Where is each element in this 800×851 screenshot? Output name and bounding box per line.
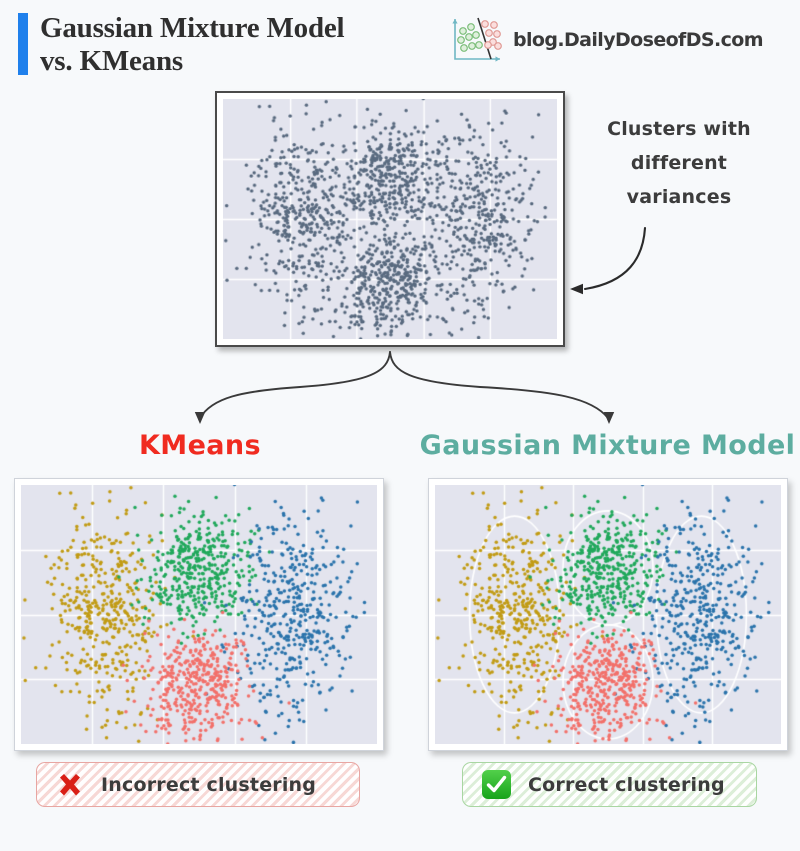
section-label-gmm: Gaussian Mixture Model <box>419 430 796 461</box>
scatter-plot-kmeans <box>14 478 384 751</box>
title-accent-bar <box>18 13 28 75</box>
red-cross-icon <box>60 773 80 795</box>
section-label-kmeans: KMeans <box>138 430 261 461</box>
page-title: Gaussian Mixture Model vs. KMeans <box>40 12 460 78</box>
annotation-line-3: variances <box>626 186 732 208</box>
brand-url: blog.DailyDoseofDS.com <box>513 29 764 51</box>
scatter-plot-gmm <box>428 478 788 751</box>
status-badge-incorrect: Incorrect clustering <box>36 762 360 807</box>
annotation-clusters-variance: Clusters with different variances <box>566 112 792 214</box>
scatter-canvas-kmeans <box>21 485 377 744</box>
page-title-line-1: Gaussian Mixture Model <box>40 12 345 44</box>
branch-arrow-right-icon <box>389 351 615 424</box>
branch-arrow-left-icon <box>194 351 391 424</box>
header: Gaussian Mixture Model vs. KMeans <box>0 0 800 90</box>
status-badge-correct: Correct clustering <box>462 762 757 807</box>
annotation-line-1: Clusters with <box>607 118 751 140</box>
status-badge-incorrect-label: Incorrect clustering <box>101 773 317 796</box>
status-badge-correct-label: Correct clustering <box>528 773 725 796</box>
scatter-canvas-gmm <box>435 485 781 744</box>
curved-arrow-left-icon <box>570 226 647 295</box>
scatter-plot-unlabeled <box>215 91 565 347</box>
green-check-icon <box>482 770 511 799</box>
brand: blog.DailyDoseofDS.com <box>448 14 764 66</box>
annotation-line-2: different <box>630 152 728 174</box>
scatter-canvas-unlabeled <box>223 99 557 339</box>
scatter-classifier-icon <box>452 17 502 62</box>
page-title-line-2: vs. KMeans <box>40 45 184 77</box>
